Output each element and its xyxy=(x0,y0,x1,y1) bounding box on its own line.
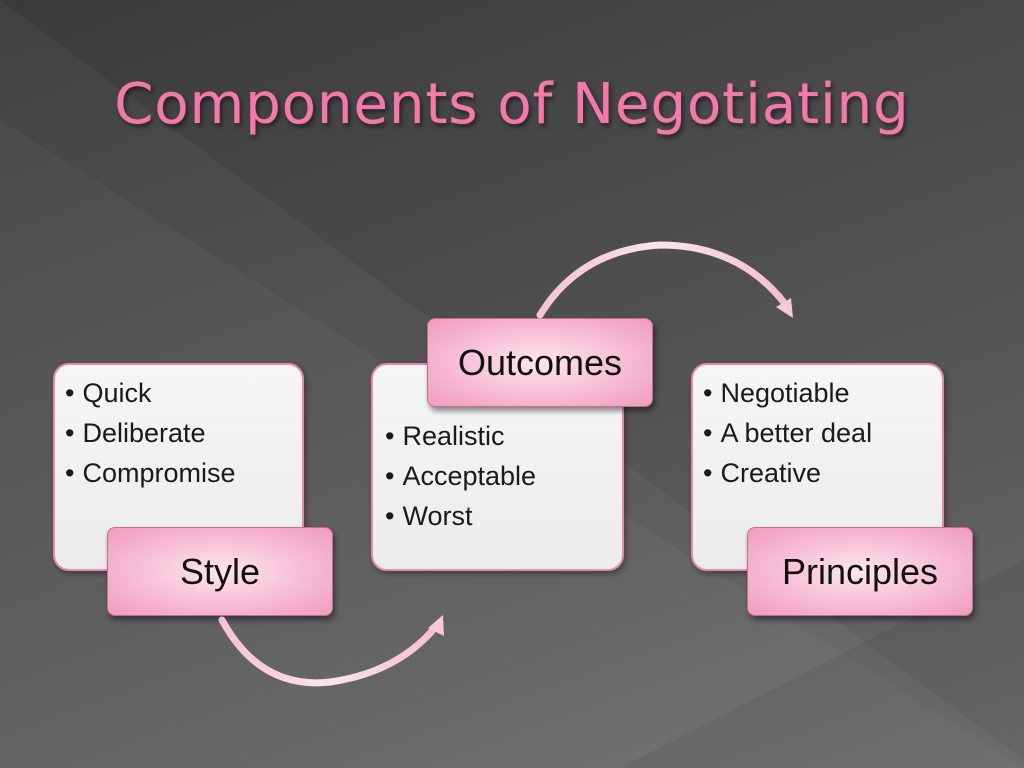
list-item: A better deal xyxy=(703,413,942,453)
curved-arrow-icon xyxy=(218,615,444,687)
list-item: Worst xyxy=(385,496,622,536)
curved-arrow-icon xyxy=(536,241,793,319)
list-item: Creative xyxy=(703,453,942,493)
style-label: Style xyxy=(107,527,333,616)
list-item: Negotiable xyxy=(703,373,942,413)
list-item: Quick xyxy=(65,373,302,413)
slide-title: Components of Negotiating xyxy=(114,72,910,137)
outcomes-bullet-list: Realistic Acceptable Worst xyxy=(385,416,622,536)
list-item: Compromise xyxy=(65,453,302,493)
principles-label: Principles xyxy=(747,527,973,616)
list-item: Acceptable xyxy=(385,456,622,496)
style-bullet-list: Quick Deliberate Compromise xyxy=(65,373,302,493)
list-item: Realistic xyxy=(385,416,622,456)
outcomes-label: Outcomes xyxy=(427,318,653,407)
list-item: Deliberate xyxy=(65,413,302,453)
principles-bullet-list: Negotiable A better deal Creative xyxy=(703,373,942,493)
